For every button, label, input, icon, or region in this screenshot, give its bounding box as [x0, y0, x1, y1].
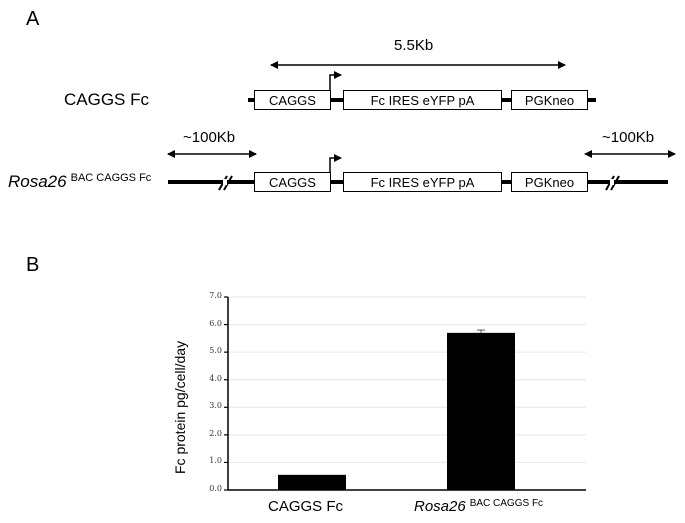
- construct2-element-fc-ires-eyfp-pa: Fc IRES eYFP pA: [343, 172, 502, 192]
- x-label-caggs-fc-text: CAGGS Fc: [268, 498, 344, 515]
- y-tick-label: 0.0: [209, 484, 222, 493]
- panel-a-label: A: [26, 8, 40, 30]
- flank-right-label: ~100Kb: [602, 129, 655, 146]
- construct1-element-fc-ires-eyfp-pa: Fc IRES eYFP pA: [343, 90, 502, 110]
- construct1-element-pgkneo: PGKneo: [511, 90, 588, 110]
- construct2-name-superscript: BAC CAGGS Fc: [70, 172, 152, 184]
- y-tick-label: 3.0: [209, 401, 222, 411]
- construct1-name: CAGGS Fc: [64, 90, 150, 109]
- size-label-5-5kb: 5.5Kb: [394, 37, 434, 54]
- bar-0: [278, 474, 346, 490]
- panel-b-label: B: [26, 254, 40, 276]
- y-tick-label: 6.0: [209, 318, 222, 328]
- construct1-element-caggs: CAGGS: [254, 90, 331, 110]
- flank-left-label: ~100Kb: [183, 129, 236, 146]
- x-label-caggs-fc: CAGGS Fc: [268, 498, 343, 515]
- x-label-rosa26-italic: Rosa26: [414, 498, 466, 515]
- y-tick-label: 1.0: [209, 456, 222, 466]
- construct2-element-pgkneo: PGKneo: [511, 172, 588, 192]
- x-label-rosa26-superscript: BAC CAGGS Fc: [469, 498, 544, 509]
- construct2-name-italic: Rosa26: [8, 172, 67, 191]
- y-tick-label: 5.0: [209, 346, 222, 356]
- y-tick-label: 4.0: [209, 373, 222, 383]
- bar-1: [447, 332, 515, 490]
- y-tick-label: 7.0: [209, 291, 222, 300]
- y-tick-label: 2.0: [209, 428, 222, 438]
- construct2-element-caggs: CAGGS: [254, 172, 331, 192]
